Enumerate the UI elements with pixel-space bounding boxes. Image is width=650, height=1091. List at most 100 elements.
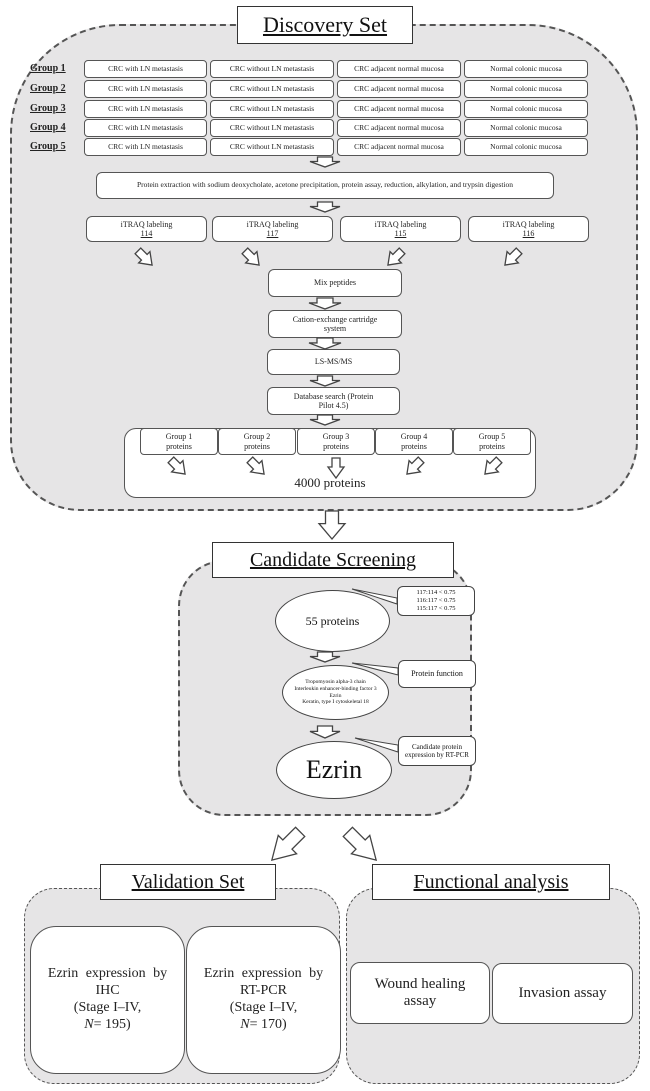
group-proteins-box: Group 1 proteins: [140, 428, 218, 455]
step-cation-exchange: Cation-exchange cartridge system: [268, 310, 402, 338]
arrow-diagonal-icon: [246, 456, 265, 475]
sample-box: Normal colonic mucosa: [464, 100, 588, 118]
sample-box: Normal colonic mucosa: [464, 60, 588, 78]
ezrin-ellipse: Ezrin: [276, 741, 392, 799]
total-proteins-label: 4000 proteins: [294, 475, 366, 491]
arrow-diagonal-icon: [504, 247, 523, 266]
ratio-3: 115:117 < 0.75: [416, 604, 456, 612]
arrow-down-icon: [309, 725, 341, 739]
group-label: Group 4: [30, 122, 66, 133]
rtpcr-note: Candidate protein expression by RT-PCR: [398, 736, 476, 766]
sample-box: Normal colonic mucosa: [464, 80, 588, 98]
arrow-down-icon: [309, 201, 341, 213]
sample-box: CRC with LN metastasis: [84, 100, 207, 118]
arrow-down-icon: [309, 375, 341, 387]
ratio-criteria-note: 117:114 < 0.75 116:117 < 0.75 115:117 < …: [397, 586, 475, 616]
protein-function-note: Protein function: [398, 660, 476, 688]
step-mix-peptides: Mix peptides: [268, 269, 402, 297]
sample-box: CRC without LN metastasis: [210, 100, 334, 118]
candidate-1: Tropomyosin alpha-3 chain: [305, 678, 366, 685]
arrow-down-icon: [309, 651, 341, 663]
fifty-five-proteins-label: 55 proteins: [305, 613, 360, 628]
sample-box: CRC adjacent normal mucosa: [337, 60, 461, 78]
arrow-diagonal-icon: [406, 456, 425, 475]
sample-box: Normal colonic mucosa: [464, 119, 588, 137]
group-proteins-box: Group 2 proteins: [218, 428, 296, 455]
candidate-proteins-ellipse: Tropomyosin alpha-3 chain Interleukin en…: [282, 665, 389, 720]
functional-analysis-title: Functional analysis: [372, 864, 610, 900]
sample-box: CRC without LN metastasis: [210, 60, 334, 78]
group-proteins-box: Group 5 proteins: [453, 428, 531, 455]
arrow-down-icon: [309, 156, 341, 168]
arrow-down-icon: [308, 336, 342, 350]
candidate-4: Keratin, type I cytoskeletal 18: [302, 699, 369, 706]
rtpcr-note-label: Candidate protein expression by RT-PCR: [405, 742, 469, 759]
itraq-label: iTRAQ labeling: [374, 219, 427, 229]
extraction-box: Protein extraction with sodium deoxychol…: [96, 172, 554, 199]
sample-box: CRC without LN metastasis: [210, 119, 334, 137]
group-label: Group 2: [30, 83, 66, 94]
sample-size-symbol: N: [240, 1016, 250, 1032]
protein-function-label: Protein function: [411, 669, 463, 679]
candidate-screening-title: Candidate Screening: [212, 542, 454, 578]
arrow-diagonal-icon: [241, 247, 260, 266]
sample-box: CRC without LN metastasis: [210, 138, 334, 156]
candidate-2: Interleukin enhancer-binding factor 3: [294, 685, 377, 692]
validation-stage: (Stage I–IV,: [229, 1000, 298, 1015]
arrow-diagonal-icon: [387, 247, 406, 266]
discovery-set-title: Discovery Set: [237, 6, 413, 44]
arrow-down-icon: [309, 414, 341, 426]
arrow-diagonal-icon: [484, 456, 503, 475]
sample-box: CRC with LN metastasis: [84, 80, 207, 98]
sample-box: CRC without LN metastasis: [210, 80, 334, 98]
itraq-label: iTRAQ labeling: [502, 219, 555, 229]
arrow-diagonal-icon: [167, 456, 186, 475]
itraq-tag: 114: [140, 229, 153, 238]
itraq-tag: 115: [394, 229, 407, 238]
arrow-down-icon: [308, 296, 342, 310]
arrow-diagonal-icon: [134, 247, 153, 266]
arrow-down-icon: [317, 510, 347, 541]
invasion-assay-box: Invasion assay: [492, 963, 633, 1024]
validation-method-line: Ezrin expression by: [47, 966, 168, 982]
ratio-2: 116:117 < 0.75: [416, 597, 456, 605]
sample-size-value: = 170): [249, 1016, 287, 1032]
sample-size-value: = 195): [93, 1016, 131, 1032]
ratio-1: 117:114 < 0.75: [416, 589, 456, 597]
candidate-3: Ezrin: [329, 692, 342, 699]
validation-stage: (Stage I–IV,: [73, 1000, 142, 1015]
ezrin-label: Ezrin: [305, 755, 363, 784]
sample-box: CRC adjacent normal mucosa: [337, 80, 461, 98]
sample-box: Normal colonic mucosa: [464, 138, 588, 156]
validation-method-line: Ezrin expression by: [203, 966, 324, 982]
sample-box: CRC adjacent normal mucosa: [337, 119, 461, 137]
validation-set-title: Validation Set: [100, 864, 276, 900]
arrow-to-functional-icon: [342, 826, 378, 862]
validation-method: IHC: [95, 983, 120, 999]
wound-healing-box: Wound healing assay: [350, 962, 490, 1024]
validation-sample-size: N= 170): [240, 1017, 286, 1034]
sample-box: CRC adjacent normal mucosa: [337, 100, 461, 118]
group-proteins-box: Group 3 proteins: [297, 428, 375, 455]
group-proteins-box: Group 4 proteins: [375, 428, 453, 455]
itraq-tag: 116: [522, 229, 535, 238]
sample-box: CRC with LN metastasis: [84, 119, 207, 137]
arrow-to-validation-icon: [270, 826, 306, 862]
sample-box: CRC with LN metastasis: [84, 60, 207, 78]
sample-size-symbol: N: [84, 1016, 94, 1032]
itraq-label: iTRAQ labeling: [246, 219, 299, 229]
itraq-tag: 117: [266, 229, 279, 238]
validation-method: RT-PCR: [240, 983, 287, 999]
sample-box: CRC with LN metastasis: [84, 138, 207, 156]
arrow-down-icon: [326, 457, 346, 480]
fifty-five-proteins-ellipse: 55 proteins: [275, 590, 390, 652]
itraq-label: iTRAQ labeling: [120, 219, 173, 229]
group-label: Group 3: [30, 103, 66, 114]
step-database-search: Database search (Protein Pilot 4.5): [267, 387, 400, 415]
